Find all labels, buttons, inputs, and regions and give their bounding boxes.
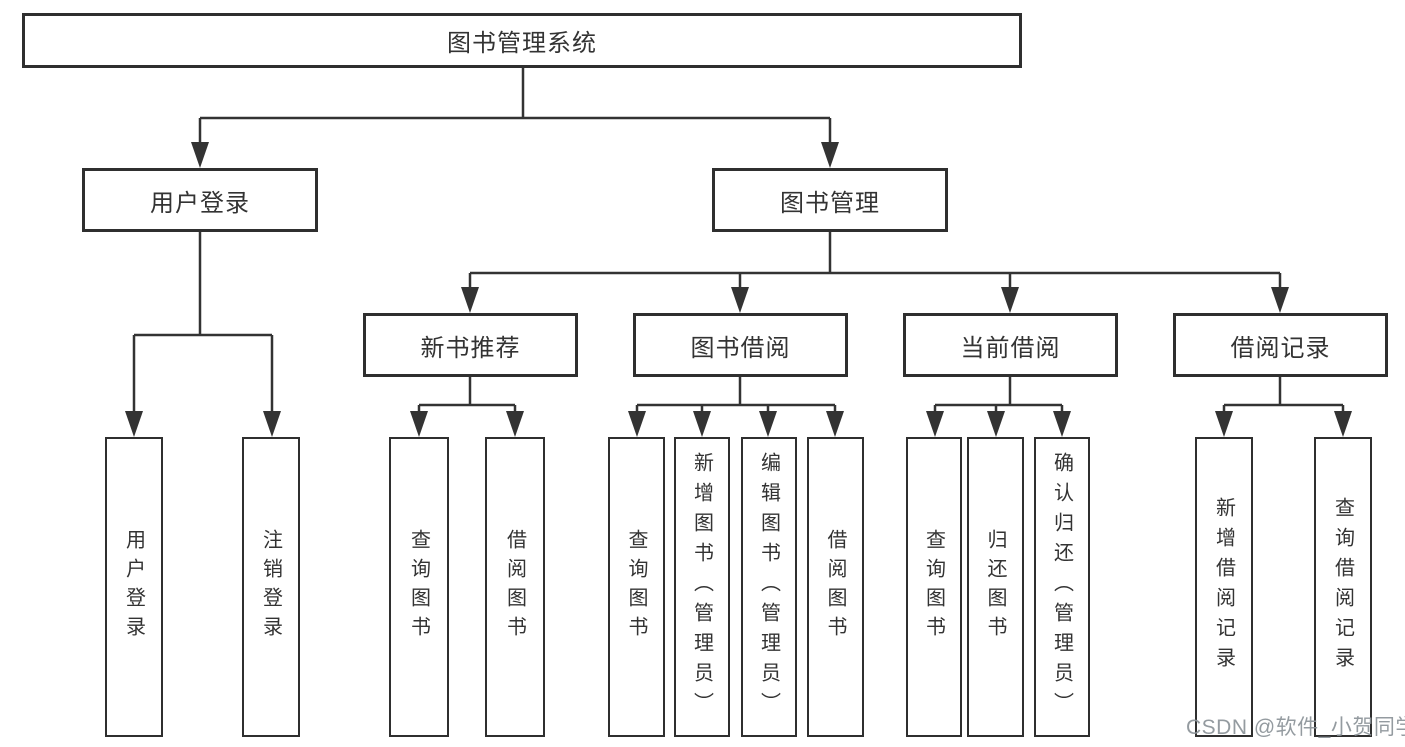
leaf-bb-add-book-label: 新增图书（管理员） bbox=[690, 452, 713, 722]
node-root: 图书管理系统 bbox=[22, 13, 1022, 68]
leaf-user-login-label: 用户登录 bbox=[122, 529, 145, 645]
node-user-login-label: 用户登录 bbox=[150, 189, 250, 217]
leaf-br-query-record-label: 查询借阅记录 bbox=[1331, 497, 1354, 677]
node-book-management: 图书管理 bbox=[712, 168, 948, 232]
leaf-cb-query-book: 查询图书 bbox=[906, 437, 962, 737]
node-book-borrow-label: 图书借阅 bbox=[690, 334, 791, 362]
leaf-nbr-borrow-book: 借阅图书 bbox=[485, 437, 545, 737]
leaf-cb-confirm-return: 确认归还（管理员） bbox=[1034, 437, 1090, 737]
leaf-cb-confirm-return-label: 确认归还（管理员） bbox=[1050, 452, 1073, 722]
leaf-logout-label: 注销登录 bbox=[259, 529, 282, 645]
node-root-label: 图书管理系统 bbox=[447, 30, 597, 57]
leaf-bb-borrow-book: 借阅图书 bbox=[807, 437, 864, 737]
node-new-book-recommend-label: 新书推荐 bbox=[420, 334, 521, 362]
node-current-borrow-label: 当前借阅 bbox=[960, 334, 1061, 362]
leaf-br-add-record-label: 新增借阅记录 bbox=[1212, 497, 1235, 677]
leaf-bb-borrow-book-label: 借阅图书 bbox=[824, 529, 846, 645]
leaf-cb-query-book-label: 查询图书 bbox=[922, 529, 945, 645]
leaf-bb-query-book-label: 查询图书 bbox=[625, 529, 647, 645]
leaf-br-add-record: 新增借阅记录 bbox=[1195, 437, 1253, 737]
leaf-nbr-borrow-book-label: 借阅图书 bbox=[503, 529, 526, 645]
leaf-bb-edit-book: 编辑图书（管理员） bbox=[741, 437, 797, 737]
node-current-borrow: 当前借阅 bbox=[903, 313, 1118, 377]
leaf-cb-return-book-label: 归还图书 bbox=[984, 529, 1006, 645]
leaf-nbr-query-book: 查询图书 bbox=[389, 437, 449, 737]
node-new-book-recommend: 新书推荐 bbox=[363, 313, 578, 377]
node-book-management-label: 图书管理 bbox=[780, 189, 880, 217]
leaf-bb-query-book: 查询图书 bbox=[608, 437, 665, 737]
node-book-borrow: 图书借阅 bbox=[633, 313, 848, 377]
node-borrow-record-label: 借阅记录 bbox=[1230, 334, 1331, 362]
csdn-watermark: CSDN @软件_小贺同学 bbox=[1186, 716, 1405, 739]
node-borrow-record: 借阅记录 bbox=[1173, 313, 1388, 377]
leaf-nbr-query-book-label: 查询图书 bbox=[407, 529, 430, 645]
leaf-bb-edit-book-label: 编辑图书（管理员） bbox=[757, 452, 780, 722]
node-user-login: 用户登录 bbox=[82, 168, 318, 232]
leaf-br-query-record: 查询借阅记录 bbox=[1314, 437, 1372, 737]
leaf-logout: 注销登录 bbox=[242, 437, 300, 737]
leaf-cb-return-book: 归还图书 bbox=[967, 437, 1024, 737]
arrowheads bbox=[125, 142, 1352, 437]
leaf-bb-add-book: 新增图书（管理员） bbox=[674, 437, 730, 737]
leaf-user-login: 用户登录 bbox=[105, 437, 163, 737]
